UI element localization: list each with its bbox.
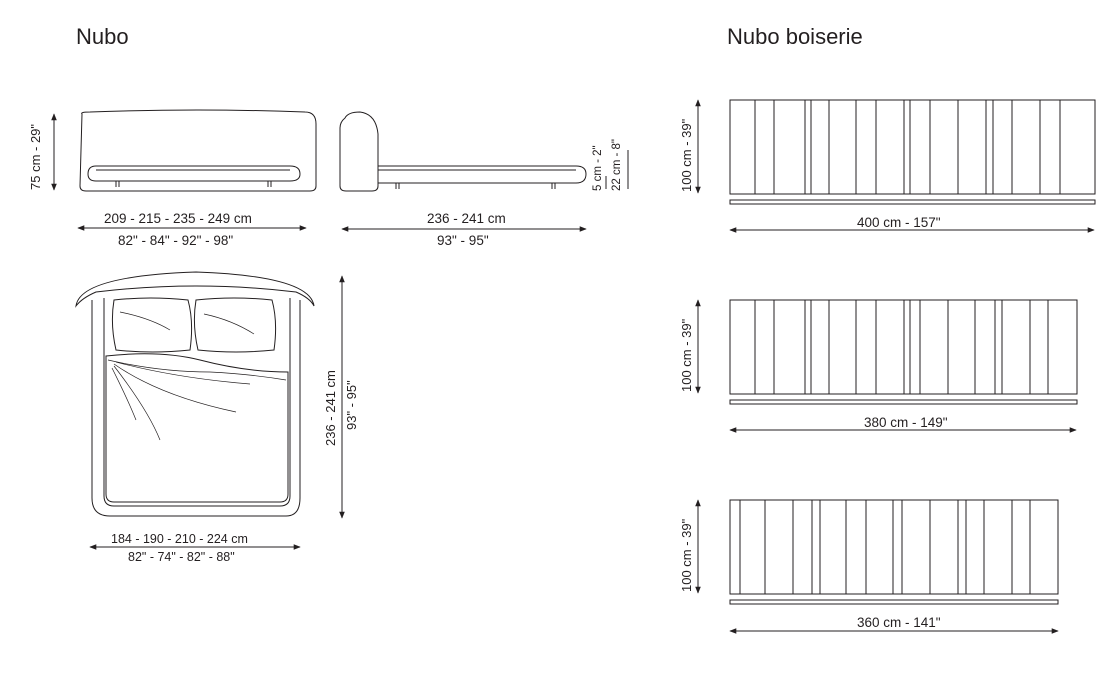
plan-width-cm-label: 184 - 190 - 210 - 224 cm <box>111 532 248 546</box>
nubo-plan-view <box>75 271 345 550</box>
plan-length-in-label: 93" - 95" <box>344 380 359 430</box>
boiserie-panel-380 <box>695 299 1078 433</box>
boiserie-360-height-label: 100 cm - 39" <box>679 518 694 592</box>
boiserie-380-height-label: 100 cm - 39" <box>679 318 694 392</box>
boiserie-400-height-label: 100 cm - 39" <box>679 118 694 192</box>
boiserie-400-width-label: 400 cm - 157" <box>857 215 941 230</box>
boiserie-360-width-label: 360 cm - 141" <box>857 615 941 630</box>
side-length-in-label: 93" - 95" <box>437 233 489 248</box>
front-width-in-label: 82" - 84" - 92" - 98" <box>118 233 234 248</box>
plan-length-cm-label: 236 - 241 cm <box>323 370 338 446</box>
side-height-platform-label: 22 cm - 8" <box>611 138 623 191</box>
nubo-title: Nubo <box>76 24 129 49</box>
plan-width-in-label: 82" - 74" - 82" - 88" <box>128 550 235 564</box>
nubo-side-view <box>339 111 629 232</box>
boiserie-panel-360 <box>695 499 1059 634</box>
side-length-cm-label: 236 - 241 cm <box>427 211 506 226</box>
nubo-boiserie-title: Nubo boiserie <box>727 24 863 49</box>
boiserie-panel-400 <box>695 99 1096 233</box>
front-width-cm-label: 209 - 215 - 235 - 249 cm <box>104 211 252 226</box>
nubo-front-view <box>51 109 317 231</box>
side-height-small-label: 5 cm - 2" <box>592 145 604 191</box>
front-height-label: 75 cm - 29" <box>28 123 43 190</box>
boiserie-380-width-label: 380 cm - 149" <box>864 415 948 430</box>
